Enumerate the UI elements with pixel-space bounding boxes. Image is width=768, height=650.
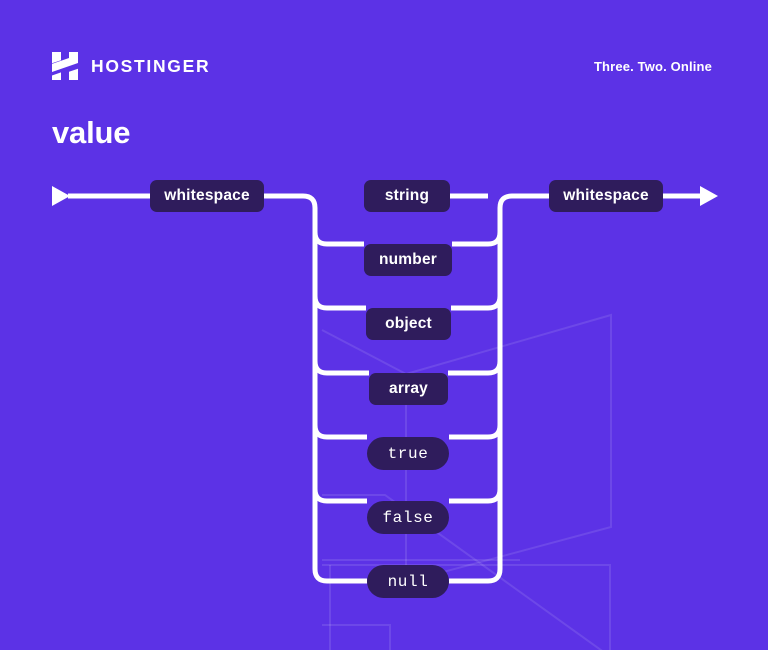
diagram-node-whitespace-prefix[interactable]: whitespace	[150, 180, 264, 212]
diagram-node-object[interactable]: object	[366, 308, 451, 340]
tagline: Three. Two. Online	[593, 59, 712, 74]
brand-logo: HOSTINGER	[52, 52, 210, 80]
page-title: value	[52, 115, 131, 150]
diagram-node-null[interactable]: null	[367, 565, 449, 598]
arrow-right-triangle-icon	[52, 186, 70, 206]
diagram-node-number[interactable]: number	[364, 244, 452, 276]
diagram-node-array[interactable]: array	[369, 373, 448, 405]
diagram-node-false[interactable]: false	[367, 501, 449, 534]
hostinger-h-logo-icon	[52, 52, 78, 80]
diagram-node-whitespace-suffix[interactable]: whitespace	[549, 180, 663, 212]
diagram-node-true[interactable]: true	[367, 437, 449, 470]
diagram-node-string[interactable]: string	[364, 180, 450, 212]
arrow-right-triangle-icon	[700, 186, 718, 206]
brand-name: HOSTINGER	[91, 55, 211, 76]
